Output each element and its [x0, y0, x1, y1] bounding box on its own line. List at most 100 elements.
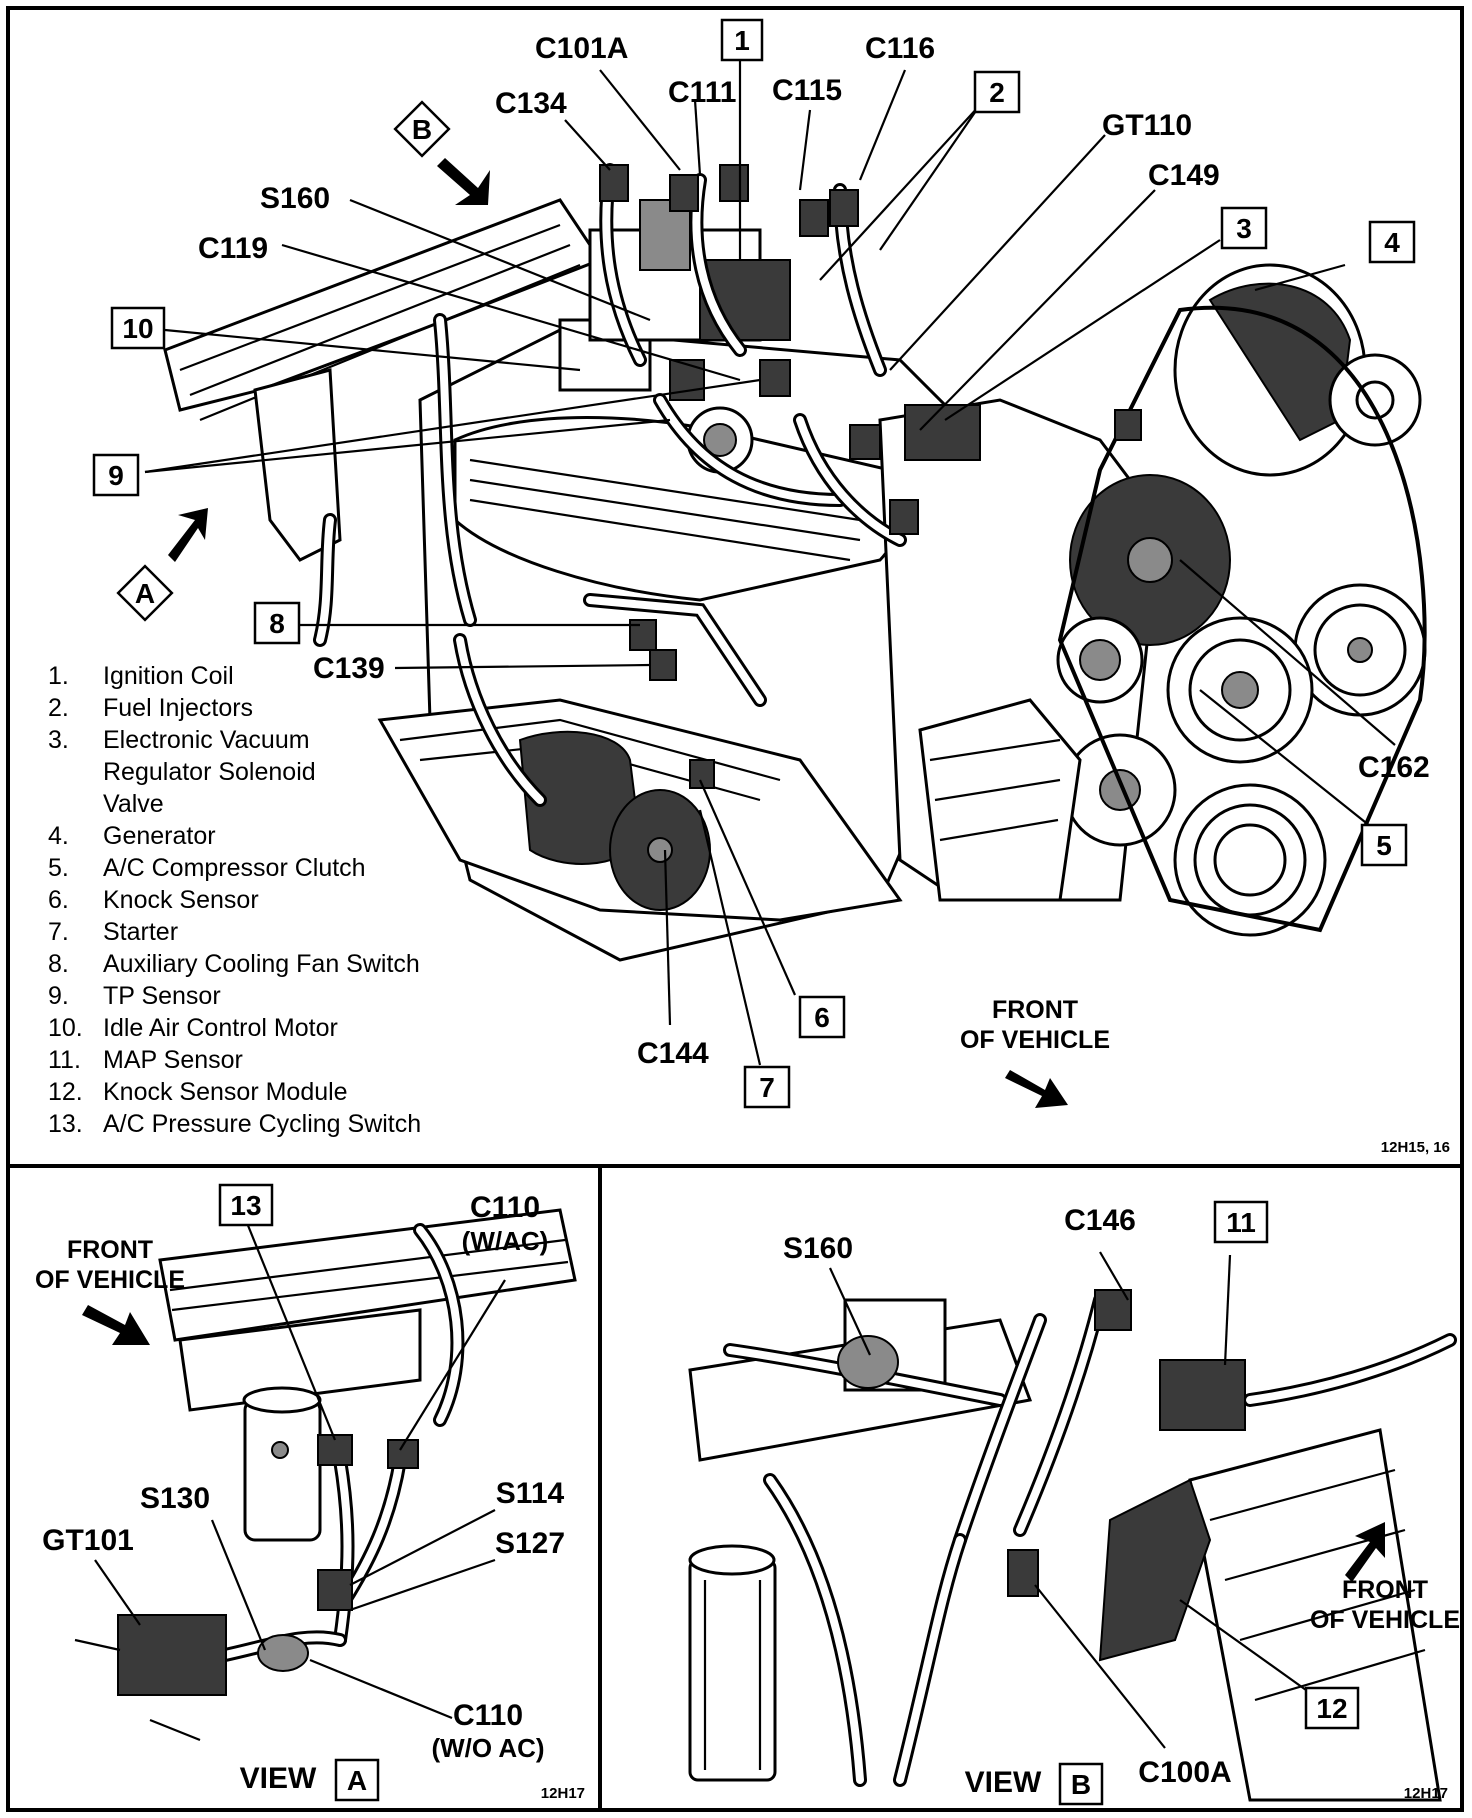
svg-text:5.: 5. — [48, 854, 69, 882]
figure-code-a: 12H17 — [541, 1785, 585, 1802]
svg-text:A/C Compressor Clutch: A/C Compressor Clutch — [103, 854, 366, 882]
svg-text:VIEW: VIEW — [240, 1762, 317, 1795]
main-leader-lines — [144, 55, 1396, 1066]
figure-code-b: 12H17 — [1404, 1785, 1448, 1802]
label-s127: S127 — [495, 1527, 565, 1560]
label-c115: C115 — [772, 74, 842, 107]
label-s160: S160 — [260, 182, 330, 215]
view-a-illustration — [74, 1208, 577, 1742]
label-s160-b: S160 — [783, 1232, 853, 1265]
svg-text:11: 11 — [1226, 1207, 1256, 1238]
callout-3: 3 — [1220, 206, 1268, 250]
front-of-vehicle-b-line2: OF VEHICLE — [1310, 1606, 1460, 1634]
svg-text:Fuel Injectors: Fuel Injectors — [103, 694, 253, 722]
component-legend: 1. Ignition Coil 2. Fuel Injectors 3. El… — [48, 662, 421, 1138]
label-c110-woac-note: (W/O AC) — [431, 1733, 544, 1763]
label-c139: C139 — [313, 652, 385, 685]
callout-7: 7 — [743, 1065, 791, 1109]
svg-text:Regulator Solenoid: Regulator Solenoid — [103, 758, 316, 786]
callout-6: 6 — [798, 995, 846, 1039]
view-a-caption: VIEW A — [240, 1758, 380, 1802]
svg-text:B: B — [1071, 1769, 1091, 1800]
label-c110-wac-note: (W/AC) — [462, 1226, 549, 1256]
view-b-arrow: B — [393, 100, 490, 205]
svg-text:VIEW: VIEW — [965, 1766, 1042, 1799]
svg-text:10.: 10. — [48, 1014, 83, 1042]
front-arrow-a — [82, 1305, 150, 1345]
svg-text:2.: 2. — [48, 694, 69, 722]
label-c144: C144 — [637, 1037, 709, 1070]
callout-5: 5 — [1360, 823, 1408, 867]
label-c110-woac: C110 — [453, 1699, 523, 1732]
label-s130: S130 — [140, 1482, 210, 1515]
label-c162: C162 — [1358, 751, 1430, 784]
main-connector-labels: C101A C111 C115 C116 C134 S160 C119 GT11… — [198, 32, 1430, 1070]
svg-text:9.: 9. — [48, 982, 69, 1010]
diagram-frames — [6, 6, 1464, 1812]
svg-text:6: 6 — [814, 1002, 830, 1033]
svg-text:6.: 6. — [48, 886, 69, 914]
front-of-vehicle-a-line2: OF VEHICLE — [35, 1266, 185, 1294]
callout-8: 8 — [253, 601, 301, 645]
svg-text:2: 2 — [989, 77, 1005, 108]
engine-illustration — [163, 163, 1427, 962]
view-b-illustration — [688, 1289, 1457, 1802]
view-b-leaders — [829, 1251, 1307, 1749]
callout-10: 10 — [110, 306, 166, 350]
svg-text:A/C Pressure Cycling Switch: A/C Pressure Cycling Switch — [103, 1110, 421, 1138]
svg-text:Starter: Starter — [103, 918, 178, 946]
view-a-arrow: A — [116, 508, 208, 622]
callout-13: 13 — [218, 1183, 274, 1227]
view-a-labels: 13 C110 (W/AC) FRONT OF VEHICLE S130 S11… — [35, 1183, 585, 1802]
label-gt101: GT101 — [42, 1524, 134, 1557]
svg-text:OF VEHICLE: OF VEHICLE — [960, 1026, 1110, 1054]
svg-text:13: 13 — [230, 1190, 261, 1221]
svg-text:8: 8 — [269, 608, 285, 639]
label-c111: C111 — [668, 76, 736, 109]
label-c110-wac: C110 — [470, 1191, 540, 1224]
svg-text:Knock Sensor Module: Knock Sensor Module — [103, 1078, 348, 1106]
svg-text:FRONT: FRONT — [992, 996, 1078, 1024]
label-c149: C149 — [1148, 159, 1220, 192]
svg-text:1.: 1. — [48, 662, 69, 690]
label-gt110: GT110 — [1102, 109, 1192, 142]
svg-text:12: 12 — [1316, 1693, 1347, 1724]
callout-11: 11 — [1213, 1200, 1269, 1244]
callout-2: 2 — [973, 70, 1021, 114]
svg-text:Ignition Coil: Ignition Coil — [103, 662, 234, 690]
svg-text:Auxiliary Cooling Fan Switch: Auxiliary Cooling Fan Switch — [103, 950, 420, 978]
label-c119: C119 — [198, 232, 268, 265]
callout-1: 1 — [720, 18, 764, 62]
view-a-leaders — [94, 1222, 506, 1720]
svg-text:A: A — [135, 578, 155, 609]
svg-text:12.: 12. — [48, 1078, 83, 1106]
svg-text:8.: 8. — [48, 950, 69, 978]
front-arrow-b — [1345, 1522, 1385, 1582]
callout-9: 9 — [92, 453, 140, 497]
label-c134: C134 — [495, 87, 567, 120]
svg-text:MAP Sensor: MAP Sensor — [103, 1046, 243, 1074]
svg-text:Electronic Vacuum: Electronic Vacuum — [103, 726, 310, 754]
svg-text:Idle Air Control Motor: Idle Air Control Motor — [103, 1014, 338, 1042]
svg-text:7.: 7. — [48, 918, 69, 946]
view-b-caption: VIEW B — [965, 1762, 1104, 1806]
label-c116: C116 — [865, 32, 935, 65]
front-of-vehicle-main: FRONT OF VEHICLE — [960, 996, 1110, 1108]
callout-12: 12 — [1304, 1686, 1360, 1730]
svg-text:9: 9 — [108, 460, 124, 491]
svg-text:3: 3 — [1236, 213, 1252, 244]
svg-text:4.: 4. — [48, 822, 69, 850]
front-of-vehicle-a-line1: FRONT — [67, 1236, 153, 1264]
svg-text:Knock Sensor: Knock Sensor — [103, 886, 259, 914]
svg-text:Generator: Generator — [103, 822, 216, 850]
label-c101a: C101A — [535, 32, 628, 65]
svg-text:1: 1 — [734, 25, 750, 56]
figure-code-main: 12H15, 16 — [1381, 1139, 1450, 1156]
callout-4: 4 — [1368, 220, 1416, 264]
svg-text:Valve: Valve — [103, 790, 164, 818]
svg-text:4: 4 — [1384, 227, 1400, 258]
svg-text:13.: 13. — [48, 1110, 83, 1138]
view-b-labels: S160 C146 11 12 FRONT OF VEHICLE C100A V… — [783, 1200, 1460, 1806]
label-c100a: C100A — [1138, 1756, 1231, 1789]
